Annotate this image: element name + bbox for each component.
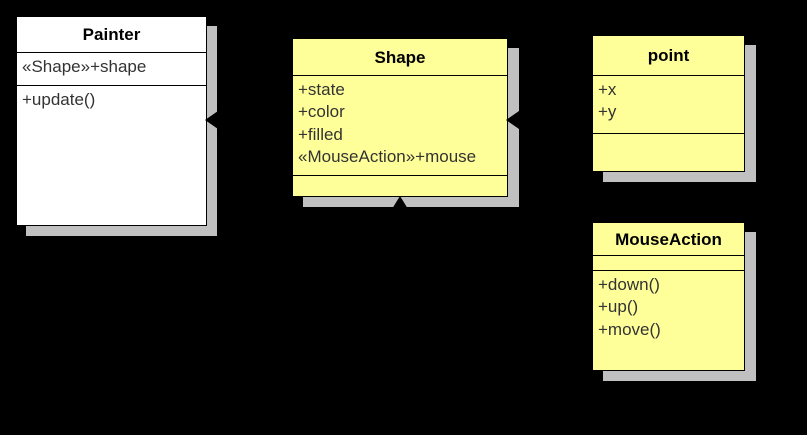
method-item: +down() xyxy=(598,275,660,294)
connector-line-painter-shape xyxy=(217,120,292,122)
class-box-shape[interactable]: Shape +state +color +filled «MouseAction… xyxy=(292,38,508,197)
class-title-shape: Shape xyxy=(293,39,507,76)
class-attributes-painter: «Shape»+shape xyxy=(17,53,206,86)
method-item: +up() xyxy=(598,297,639,317)
method-item: +update() xyxy=(22,90,96,109)
class-attributes-point: +x +y xyxy=(593,76,744,134)
arrowhead-shape-point xyxy=(506,111,519,129)
attribute-item: +color xyxy=(298,102,345,122)
class-title-painter: Painter xyxy=(17,17,206,53)
class-box-painter[interactable]: Painter «Shape»+shape +update() xyxy=(16,16,207,226)
arrowhead-painter-shape xyxy=(205,111,218,129)
class-title-point: point xyxy=(593,36,744,76)
class-methods-point xyxy=(593,134,744,171)
class-attributes-shape: +state +color +filled «MouseAction»+mous… xyxy=(293,76,507,176)
class-methods-mouseaction: +down() +up() +move() xyxy=(593,271,744,370)
class-box-mouseaction[interactable]: MouseAction +down() +up() +move() xyxy=(592,222,745,371)
arrowhead-shape-generalization xyxy=(392,196,408,209)
attribute-item: +state xyxy=(298,80,345,99)
class-methods-painter: +update() xyxy=(17,86,206,225)
class-title-mouseaction: MouseAction xyxy=(593,223,744,256)
method-item: +move() xyxy=(598,319,661,339)
attribute-item: +filled xyxy=(298,124,343,144)
attribute-item: «MouseAction»+mouse xyxy=(298,147,477,167)
class-methods-shape xyxy=(293,176,507,196)
attribute-item: «Shape»+shape xyxy=(22,57,147,76)
class-box-point[interactable]: point +x +y xyxy=(592,35,745,172)
attribute-item: +y xyxy=(598,102,617,122)
connector-line-shape-point xyxy=(519,120,592,122)
class-attributes-mouseaction xyxy=(593,256,744,271)
attribute-item: +x xyxy=(598,80,617,99)
